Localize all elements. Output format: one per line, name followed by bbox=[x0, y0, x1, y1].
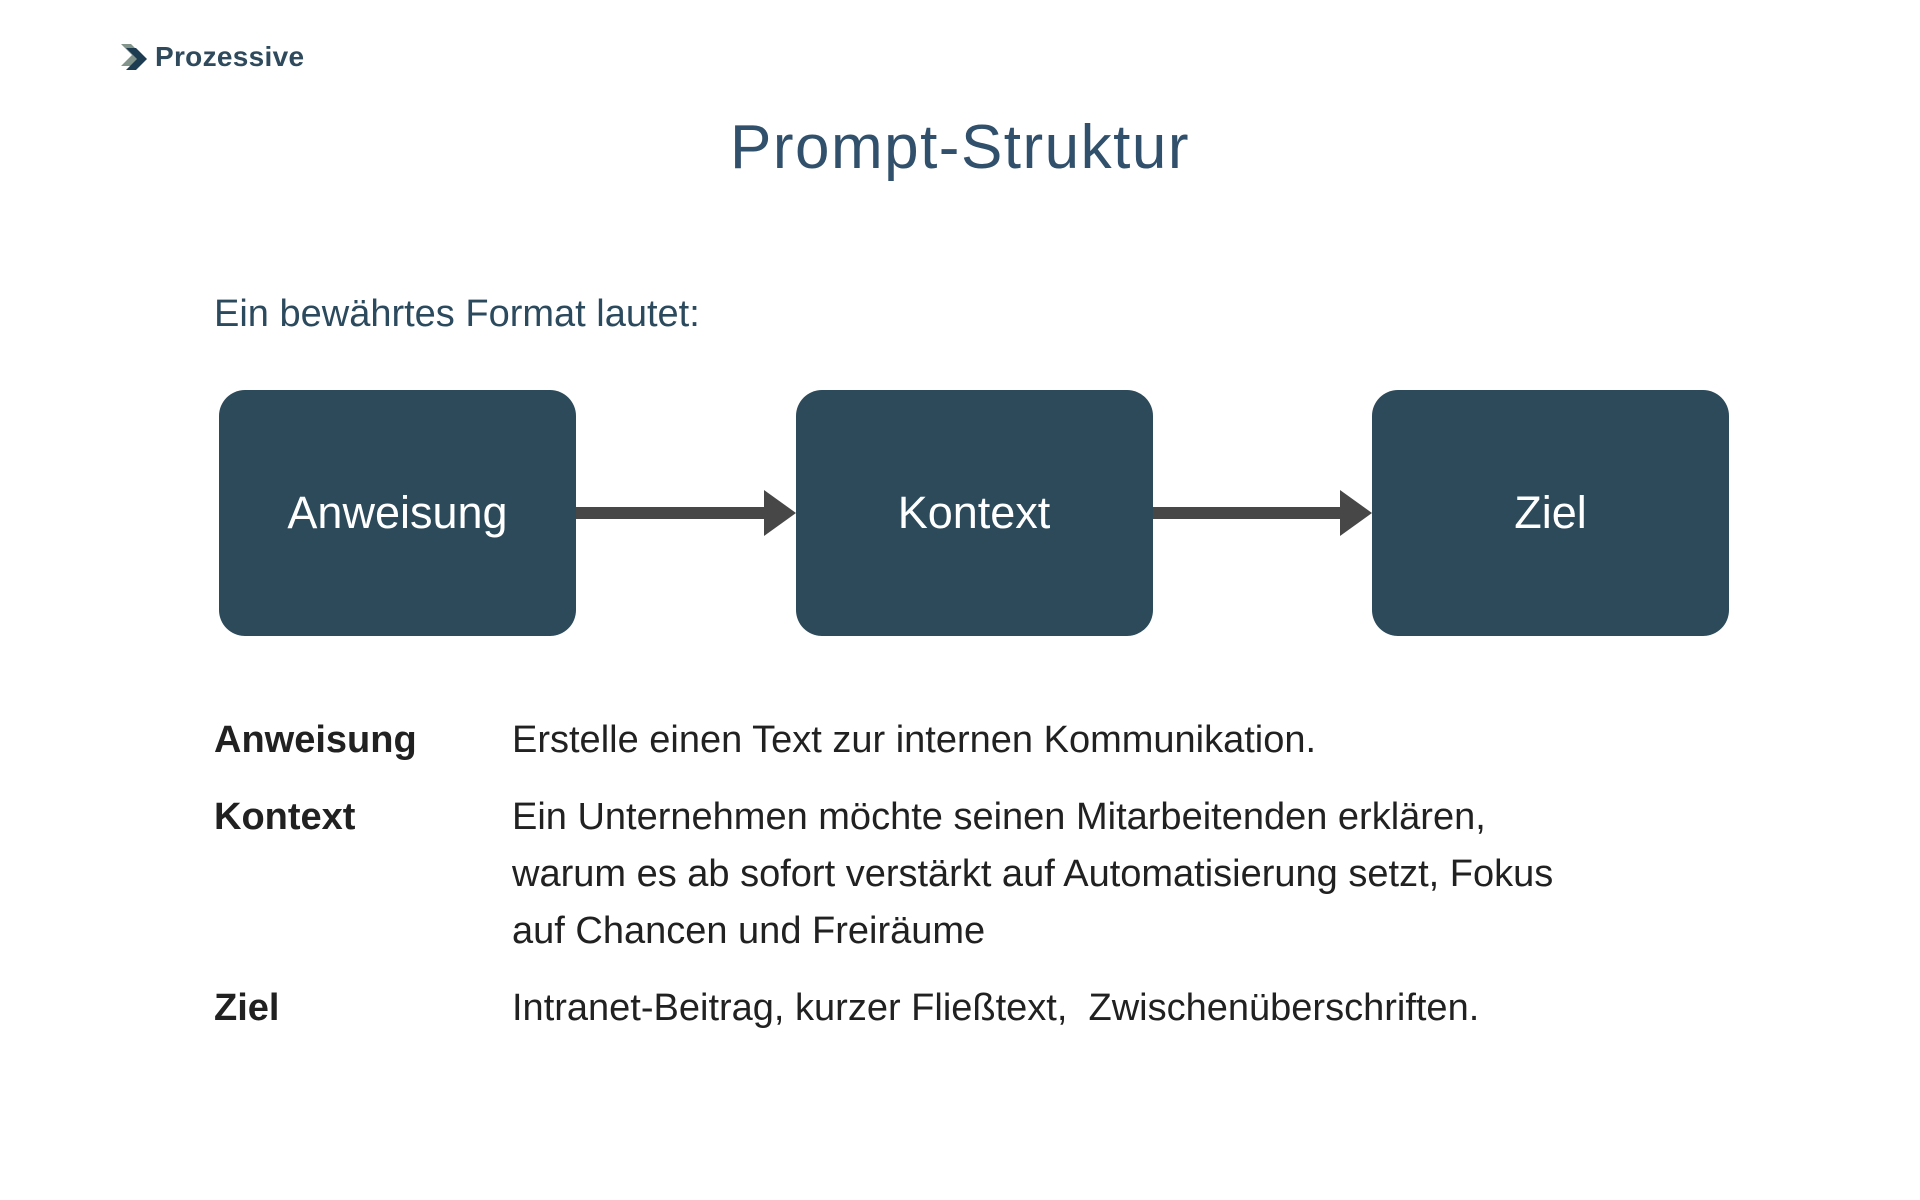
page-title: Prompt-Struktur bbox=[729, 113, 1191, 182]
definition-description: Ein Unternehmen möchte seinen Mitarbeite… bbox=[512, 796, 1554, 952]
logo: Prozessive bbox=[118, 40, 304, 74]
arrow-shaft bbox=[576, 507, 765, 519]
definition-description: Erstelle einen Text zur internen Kommuni… bbox=[512, 719, 1317, 761]
arrow-head bbox=[763, 490, 796, 536]
flow-step-anweisung: Anweisung bbox=[219, 390, 576, 636]
right-arrow-icon bbox=[576, 390, 796, 636]
flow-step-ziel: Ziel bbox=[1372, 390, 1729, 636]
right-arrow-icon bbox=[1152, 390, 1372, 636]
definition-term: Anweisung bbox=[214, 719, 417, 761]
flow-diagram: Anweisung Kontext Ziel bbox=[219, 390, 1729, 636]
double-chevron-arrow-icon bbox=[121, 44, 147, 70]
definition-term: Ziel bbox=[214, 987, 280, 1029]
definition-term: Kontext bbox=[214, 796, 356, 838]
definition-row-kontext: Kontext Ein Unternehmen möchte seinen Mi… bbox=[214, 789, 1724, 960]
definition-row-ziel: Ziel Intranet-Beitrag, kurzer Fließtext,… bbox=[214, 980, 1724, 1037]
definition-description: Intranet-Beitrag, kurzer Fließtext, Zwis… bbox=[512, 987, 1480, 1029]
flow-step-kontext: Kontext bbox=[795, 390, 1153, 636]
arrow-shaft bbox=[1152, 507, 1341, 519]
subtitle: Ein bewährtes Format lautet: bbox=[214, 293, 700, 335]
logo-text: Prozessive bbox=[155, 41, 305, 72]
definition-row-anweisung: Anweisung Erstelle einen Text zur intern… bbox=[214, 712, 1724, 769]
arrow-head bbox=[1340, 490, 1372, 536]
definitions-list: Anweisung Erstelle einen Text zur intern… bbox=[214, 712, 1724, 1037]
